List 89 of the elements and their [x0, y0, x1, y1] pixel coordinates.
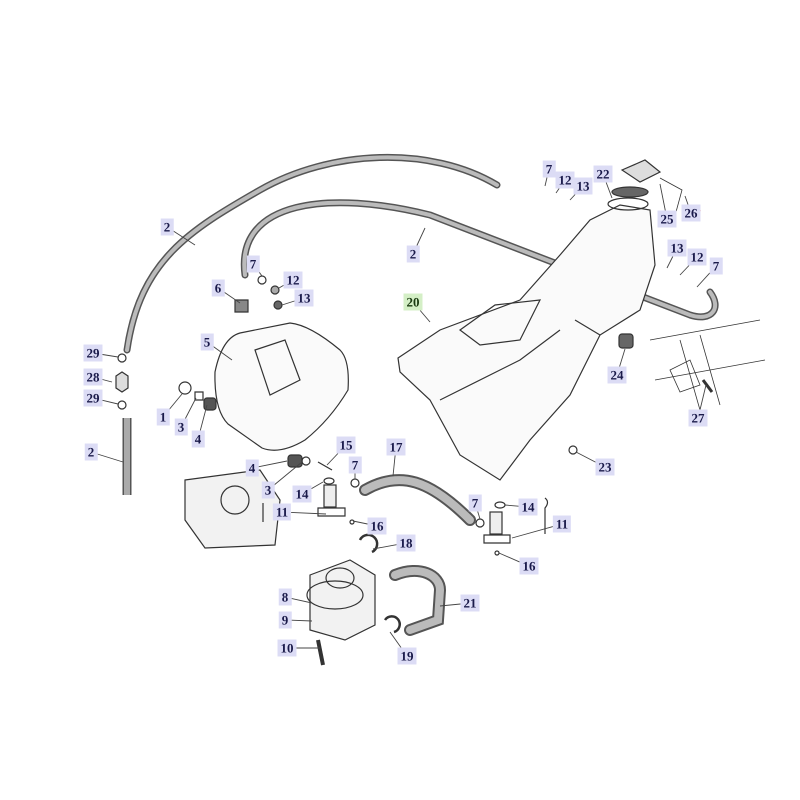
leader-line: [352, 520, 368, 524]
leader-line: [184, 398, 196, 419]
leader-line: [326, 453, 338, 466]
leader-line: [224, 292, 240, 304]
callout-number: 2: [84, 444, 98, 460]
callout-number: 10: [278, 640, 296, 656]
leader-line: [606, 182, 612, 198]
leader-line: [354, 473, 356, 480]
callout-number: 7: [710, 258, 722, 274]
callout-number: 3: [262, 482, 274, 498]
leader-line: [282, 300, 295, 306]
leader-line: [311, 482, 324, 490]
callout-number: 4: [246, 460, 258, 476]
callout-number: 13: [574, 178, 592, 194]
callout-number: 27: [688, 410, 708, 426]
callout-number: 12: [688, 248, 706, 266]
leader-line: [290, 598, 312, 604]
callout-number: 14: [292, 486, 312, 502]
leader-line: [556, 188, 560, 194]
leader-line: [274, 462, 302, 486]
callout-number: 15: [336, 436, 356, 454]
callout-number: 29: [84, 390, 102, 406]
leader-line: [684, 196, 688, 205]
leader-line: [477, 511, 480, 520]
leader-line: [696, 272, 710, 288]
leader-line: [278, 284, 284, 288]
leader-line: [290, 620, 312, 622]
leader-line: [498, 552, 520, 562]
leader-line: [666, 256, 674, 268]
leader-line: [619, 348, 626, 367]
callout-number: 1: [156, 408, 170, 426]
callout-number: 21: [460, 594, 480, 612]
leader-line: [258, 460, 288, 468]
leader-line: [200, 404, 208, 431]
callout-number: 16: [368, 518, 386, 534]
leader-line: [390, 632, 402, 648]
callout-number: 29: [84, 344, 102, 362]
callout-number: 2: [406, 246, 420, 262]
callout-number: 22: [594, 166, 612, 182]
callout-number: 6: [212, 280, 224, 296]
callout-number: 23: [596, 458, 614, 476]
leader-line: [372, 544, 397, 550]
leader-line: [570, 194, 576, 200]
leader-line: [512, 526, 554, 538]
callout-number: 25: [658, 210, 676, 228]
leader-line: [440, 604, 461, 606]
leader-line: [660, 184, 666, 211]
callout-number: 7: [348, 456, 362, 474]
callout-number: 13: [294, 290, 314, 306]
callout-number: 13: [668, 240, 686, 256]
leader-line: [576, 452, 596, 463]
callout-number: 11: [552, 516, 572, 532]
leader-line: [212, 346, 232, 360]
leader-line: [544, 177, 548, 186]
callout-number: 3: [174, 418, 188, 436]
leader-line: [102, 379, 112, 382]
callout-number: 9: [278, 612, 292, 628]
callout-number: 12: [556, 172, 574, 188]
leader-line: [700, 384, 706, 410]
callout-number: 7: [246, 256, 260, 272]
callout-number: 12: [284, 272, 302, 288]
callout-number: 18: [396, 534, 416, 552]
callout-number: 14: [518, 498, 538, 516]
leader-line: [392, 455, 396, 476]
leader-line: [420, 310, 430, 322]
leader-line: [290, 512, 326, 514]
leader-line: [96, 454, 124, 462]
callout-number: 28: [84, 368, 102, 386]
callout-number: 24: [608, 366, 626, 384]
callout-number: 8: [278, 588, 292, 606]
callout-number: 5: [200, 334, 214, 350]
callout-number: 7: [542, 160, 556, 178]
leader-line: [680, 265, 690, 276]
leader-line: [168, 394, 182, 410]
leader-line: [102, 400, 118, 404]
callout-number: 2: [160, 218, 174, 236]
leader-line: [172, 230, 196, 246]
callout-number: 16: [520, 558, 538, 574]
callout-number: 19: [398, 648, 416, 664]
callout-number: 4: [192, 430, 204, 448]
callout-number: 17: [386, 438, 406, 456]
callout-number: 26: [682, 204, 700, 222]
leader-line: [258, 272, 262, 276]
leader-line: [504, 504, 519, 507]
callout-number: 20: [404, 294, 422, 310]
callout-number: 11: [272, 504, 292, 520]
leader-line: [416, 228, 426, 246]
leader-line: [102, 354, 118, 358]
callout-number: 7: [468, 494, 482, 512]
